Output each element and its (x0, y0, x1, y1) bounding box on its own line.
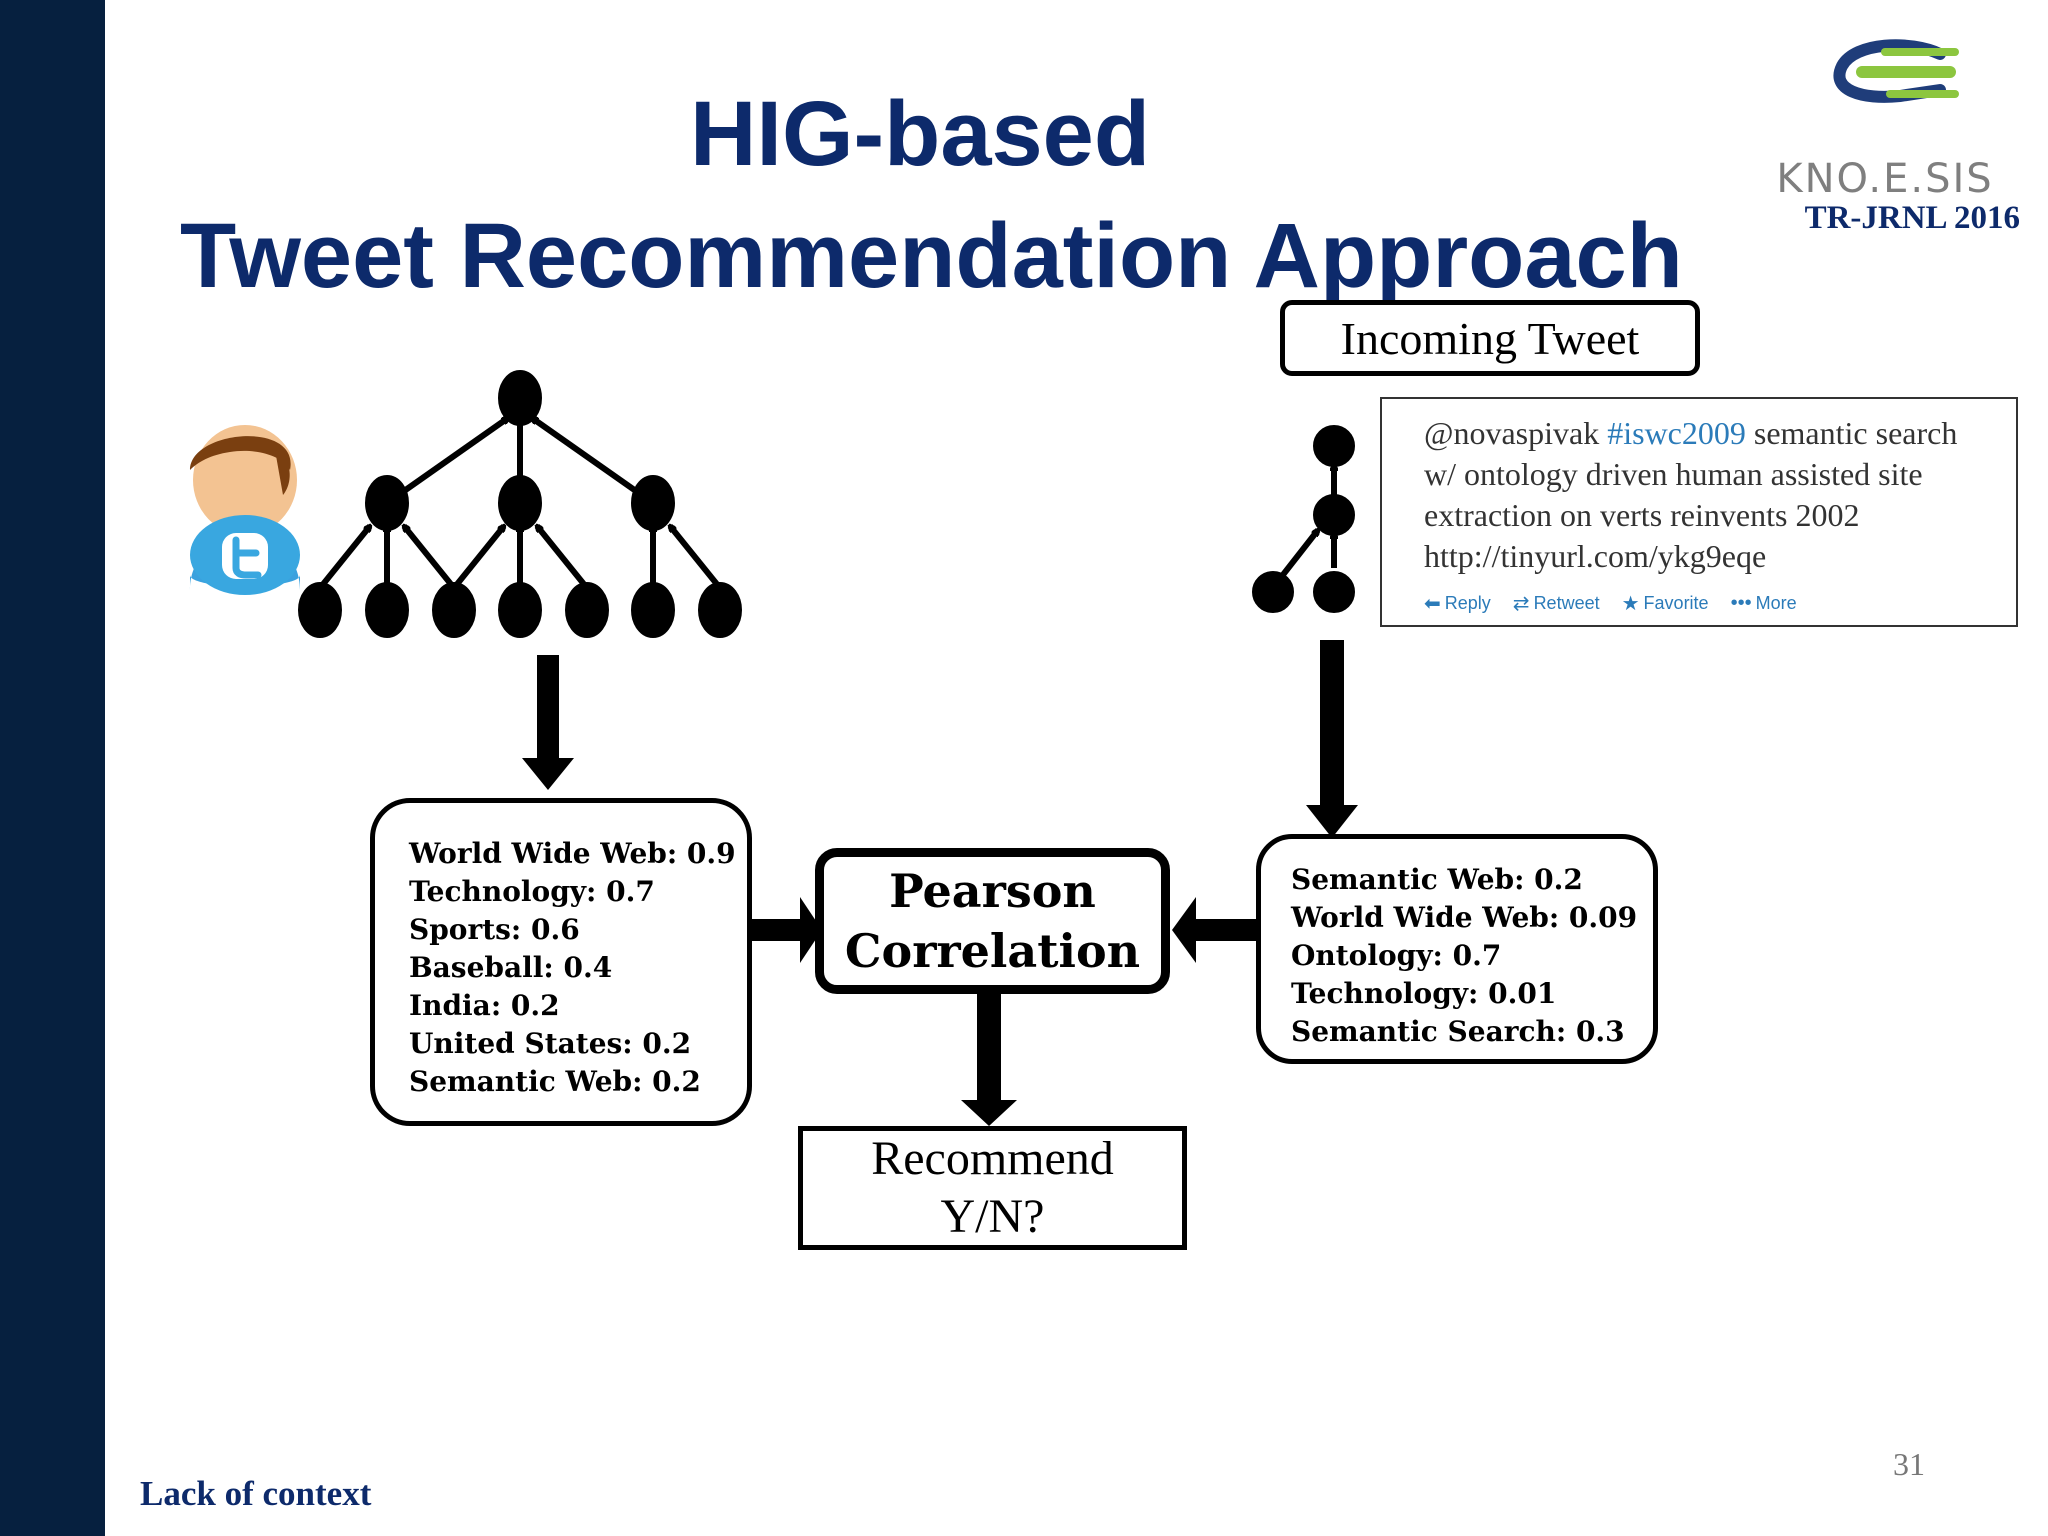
logo-mark-icon (1833, 39, 1959, 103)
retweet-label: Retweet (1533, 593, 1600, 613)
user-profile-box: World Wide Web: 0.9 Technology: 0.7 Spor… (370, 798, 752, 1126)
favorite-label: Favorite (1643, 593, 1709, 613)
user-profile-line: Baseball: 0.4 (409, 951, 613, 984)
reply-button[interactable]: ⬅ Reply (1424, 591, 1491, 616)
retweet-icon: ⇄ (1512, 593, 1530, 615)
tree-node (432, 582, 476, 638)
twitter-user-avatar (190, 425, 300, 595)
tree-node (365, 582, 409, 638)
report-tag: TR-JRNL 2016 (1804, 200, 2020, 236)
user-profile-line: Technology: 0.7 (409, 875, 655, 908)
tweet-hashtag[interactable]: #iswc2009 (1607, 415, 1746, 451)
tweet-actions: ⬅ Reply ⇄ Retweet ★ Favorite ••• More (1424, 591, 2008, 616)
tree-node (698, 582, 742, 638)
pearson-correlation-box: Pearson Correlation (815, 848, 1170, 994)
reply-icon: ⬅ (1424, 593, 1441, 615)
tweet-line-2: w/ ontology driven human assisted site (1424, 456, 1923, 492)
tweet-profile-line: World Wide Web: 0.09 (1291, 901, 1638, 934)
more-icon: ••• (1730, 592, 1752, 614)
tree-node (565, 582, 609, 638)
tweet-line-1: @novaspivak #iswc2009 semantic search (1424, 413, 2008, 454)
tweet-interest-hierarchy (1252, 425, 1355, 613)
pearson-line-2: Correlation (844, 924, 1141, 978)
more-button[interactable]: ••• More (1731, 591, 1797, 616)
user-profile-line: Sports: 0.6 (409, 913, 580, 946)
pearson-line-1: Pearson (889, 864, 1096, 918)
tweet-profile-line: Semantic Search: 0.3 (1291, 1015, 1625, 1048)
tree-node (498, 370, 542, 426)
incoming-tweet-label: Incoming Tweet (1280, 300, 1700, 376)
user-profile-line: Semantic Web: 0.2 (409, 1065, 701, 1098)
tweet-card: @novaspivak #iswc2009 semantic search w/… (1380, 397, 2018, 627)
tree-node (298, 582, 342, 638)
tree-node (498, 582, 542, 638)
reply-label: Reply (1444, 593, 1491, 613)
tweet-line-3: extraction on verts reinvents 2002 (1424, 497, 1860, 533)
page-number: 31 (1893, 1446, 1925, 1482)
favorite-button[interactable]: ★ Favorite (1622, 591, 1709, 616)
tweet-line-1-rest: semantic search (1745, 415, 1958, 451)
tweet-profile-line: Semantic Web: 0.2 (1291, 863, 1583, 896)
footer-caption: Lack of context (140, 1474, 372, 1513)
left-sidebar-band (0, 0, 105, 1536)
star-icon: ★ (1621, 593, 1640, 615)
user-interest-hierarchy (298, 370, 742, 638)
slide-title-line1: HIG-based (689, 83, 1151, 185)
tweet-profile-line: Technology: 0.01 (1291, 977, 1557, 1010)
tree-node (631, 475, 675, 531)
recommend-box: Recommend Y/N? (798, 1126, 1187, 1250)
tree-node (498, 475, 542, 531)
tree-node (365, 475, 409, 531)
tree-node (631, 582, 675, 638)
tweet-link[interactable]: http://tinyurl.com/ykg9eqe (1424, 538, 1767, 574)
tweet-profile-box: Semantic Web: 0.2 World Wide Web: 0.09 O… (1256, 834, 1658, 1064)
user-profile-line: World Wide Web: 0.9 (409, 837, 736, 870)
recommend-line-1: Recommend (871, 1132, 1114, 1185)
user-profile-line: India: 0.2 (409, 989, 560, 1022)
more-label: More (1755, 593, 1797, 613)
retweet-button[interactable]: ⇄ Retweet (1513, 591, 1600, 616)
recommend-line-2: Y/N? (940, 1190, 1045, 1243)
knoesis-logo: KNO.E.SIS (1750, 38, 2020, 202)
tweet-handle[interactable]: @novaspivak (1424, 415, 1600, 451)
flow-arrows (522, 640, 1358, 1126)
tweet-profile-line: Ontology: 0.7 (1291, 939, 1502, 972)
slide-title-line2: Tweet Recommendation Approach (180, 205, 1683, 307)
user-profile-line: United States: 0.2 (409, 1027, 692, 1060)
logo-text: KNO.E.SIS (1776, 156, 1994, 202)
